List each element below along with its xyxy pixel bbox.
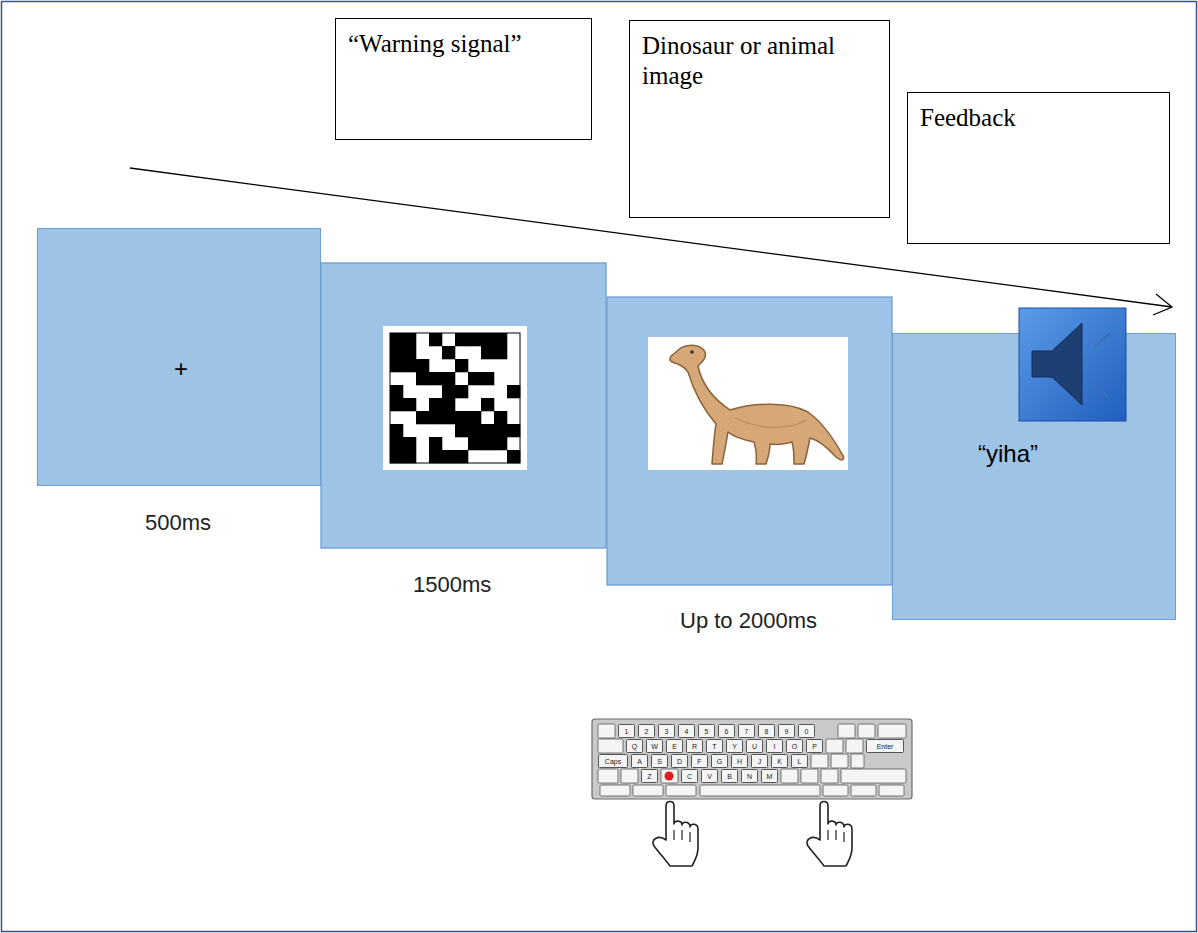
key-label: Caps	[598, 754, 628, 768]
key-label: C	[681, 769, 698, 783]
key-label: Enter	[866, 739, 904, 753]
key-label: P	[806, 739, 823, 753]
callout-text: Feedback	[908, 93, 1169, 143]
key-label: 1	[618, 724, 635, 738]
callout-text: “Warning signal”	[336, 19, 591, 69]
key-label: S	[651, 754, 668, 768]
duration-label: 1500ms	[413, 572, 491, 598]
screen-panel: +	[37, 228, 321, 486]
key-label: 3	[658, 724, 675, 738]
key-label: W	[646, 739, 663, 753]
dinosaur-image	[648, 337, 848, 470]
speaker-icon	[1018, 307, 1128, 423]
key-label: H	[731, 754, 748, 768]
key-label: Q	[626, 739, 643, 753]
key-label: R	[686, 739, 703, 753]
response-key-dot	[665, 772, 674, 781]
key-label: B	[721, 769, 738, 783]
key-label: 4	[678, 724, 695, 738]
key-label: N	[741, 769, 758, 783]
key-label: G	[711, 754, 728, 768]
key-label: K	[771, 754, 788, 768]
key-label: A	[631, 754, 648, 768]
duration-label: 500ms	[145, 510, 211, 536]
screen-panel	[607, 297, 892, 585]
key-label: 7	[738, 724, 755, 738]
keyboard	[592, 719, 912, 799]
key-label: L	[791, 754, 808, 768]
key-label: D	[671, 754, 688, 768]
key-label: M	[761, 769, 778, 783]
key-label: Z	[641, 769, 658, 783]
arrow-head	[1153, 294, 1172, 315]
keyboard-keys	[598, 724, 906, 796]
key-label: V	[701, 769, 718, 783]
key-label: T	[706, 739, 723, 753]
key-label: O	[786, 739, 803, 753]
key-label: 5	[698, 724, 715, 738]
key-label: E	[666, 739, 683, 753]
key-label: U	[746, 739, 763, 753]
key-label: 8	[758, 724, 775, 738]
key-label: F	[691, 754, 708, 768]
mask-image	[383, 326, 527, 470]
callout-box: Feedback	[907, 92, 1170, 244]
screen-text: “yiha”	[893, 440, 1123, 468]
key-label: Y	[726, 739, 743, 753]
key-label: 9	[778, 724, 795, 738]
screen-text: +	[174, 355, 188, 383]
callout-box: “Warning signal”	[335, 18, 592, 140]
screen-panel	[321, 263, 606, 548]
key-label: I	[766, 739, 783, 753]
hand-cursors	[653, 802, 852, 867]
callout-box: Dinosaur or animal image	[629, 20, 890, 218]
key-label: 6	[718, 724, 735, 738]
key-label: 0	[798, 724, 815, 738]
callout-text: Dinosaur or animal image	[630, 21, 854, 101]
duration-label: Up to 2000ms	[680, 608, 817, 634]
screen-panel: “yiha”	[892, 333, 1176, 620]
dinosaur	[670, 345, 844, 464]
key-label: 2	[638, 724, 655, 738]
mask-pattern	[390, 333, 520, 463]
key-label: J	[751, 754, 768, 768]
